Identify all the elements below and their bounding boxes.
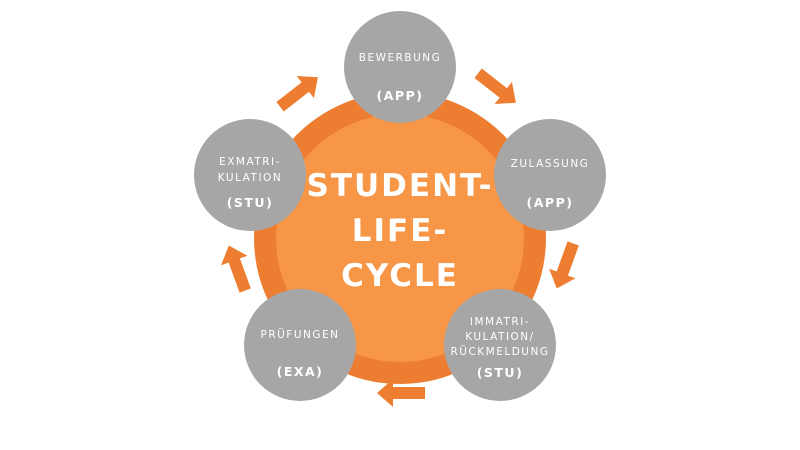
node-zulassung: ZULASSUNG (APP) [494,119,606,231]
node-immatrikulation-abbr: (STU) [477,365,524,380]
node-immatrikulation-circle [444,289,556,401]
node-exmatrikulation-circle [194,119,306,231]
node-bewerbung-circle [344,11,456,123]
arrow-bewerbung-to-zulassung [474,68,516,104]
node-exmatrikulation-abbr: (STU) [227,195,274,210]
center-title-line-3: CYCLE [341,258,459,294]
inner-circle [276,114,524,362]
node-bewerbung: BEWERBUNG (APP) [344,11,456,123]
node-immatrikulation: IMMATRI- KULATION/ RÜCKMELDUNG (STU) [444,289,556,401]
node-bewerbung-abbr: (APP) [377,88,424,103]
center-title-line-1: STUDENT- [307,168,494,204]
node-zulassung-abbr: (APP) [527,195,574,210]
center-title-line-2: LIFE- [352,213,449,249]
node-bewerbung-label: BEWERBUNG [359,52,442,64]
node-pruefungen-label: PRÜFUNGEN [260,328,339,341]
arrow-exmatrikulation-to-bewerbung [276,76,318,112]
node-exmatrikulation-label-line-1: EXMATRI- [219,156,281,168]
node-zulassung-circle [494,119,606,231]
arrow-immatrikulation-to-pruefungen [377,379,425,407]
node-immatrikulation-label-line-3: RÜCKMELDUNG [450,345,549,358]
node-pruefungen-abbr: (EXA) [277,364,324,379]
node-zulassung-label: ZULASSUNG [511,158,590,170]
arrow-zulassung-to-immatrikulation [549,241,579,289]
node-immatrikulation-label-line-2: KULATION/ [465,331,534,343]
arrow-pruefungen-to-exmatrikulation [221,245,251,293]
node-immatrikulation-label-line-1: IMMATRI- [470,316,530,328]
node-exmatrikulation: EXMATRI- KULATION (STU) [194,119,306,231]
node-exmatrikulation-label-line-2: KULATION [218,172,282,184]
node-pruefungen: PRÜFUNGEN (EXA) [244,289,356,401]
node-pruefungen-circle [244,289,356,401]
